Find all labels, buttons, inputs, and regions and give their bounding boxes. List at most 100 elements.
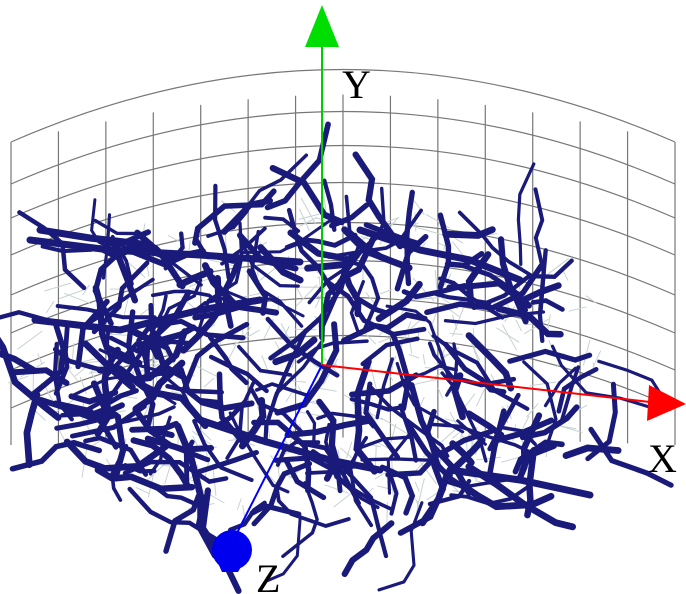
x-axis-arrowhead: [647, 385, 686, 421]
faint-strand: [582, 339, 591, 366]
faint-strand: [408, 319, 421, 331]
faint-strand: [592, 350, 602, 368]
network-strand: [136, 318, 246, 343]
faint-strand: [434, 270, 438, 294]
faint-strand: [63, 292, 92, 305]
network-strand: [550, 344, 653, 410]
network-strand: [431, 422, 531, 454]
network-strand: [329, 202, 370, 229]
faint-strand: [419, 461, 438, 485]
faint-strand: [167, 234, 180, 242]
network-strand: [390, 332, 412, 412]
faint-strand: [298, 213, 320, 220]
network-strand: [23, 391, 41, 469]
network-strand: [457, 210, 534, 278]
faint-strand: [323, 195, 327, 211]
network-strand: [212, 183, 231, 281]
network-strand: [222, 257, 242, 329]
faint-strand: [35, 411, 46, 421]
faint-strand: [203, 377, 215, 388]
network-strand: [30, 322, 66, 397]
network-strand: [9, 367, 70, 386]
network-strand: [406, 422, 474, 495]
network-strand: [130, 437, 191, 489]
network-strand: [352, 151, 404, 250]
faint-strand: [547, 314, 551, 329]
faint-strand: [452, 236, 464, 244]
network-strand: [537, 248, 548, 344]
network-strand: [326, 280, 427, 337]
faint-strand: [192, 435, 199, 447]
faint-strand: [463, 393, 476, 410]
network-strand: [341, 311, 428, 344]
faint-strand: [412, 277, 435, 302]
faint-strand: [37, 353, 43, 364]
network-strand: [427, 341, 459, 385]
faint-strand: [153, 354, 158, 382]
faint-strand: [339, 447, 360, 465]
network-strand: [273, 455, 364, 471]
x-axis-line: [321, 364, 651, 403]
network-strand: [63, 438, 169, 472]
network-strand: [70, 373, 177, 406]
network-strand: [305, 410, 317, 446]
network-strand: [165, 383, 224, 395]
network-strand: [148, 415, 172, 476]
faint-strand: [529, 381, 557, 387]
network-strand: [342, 269, 362, 318]
network-strand: [257, 244, 304, 284]
network-strand: [123, 463, 157, 474]
network-strand: [192, 419, 254, 482]
network-strand: [530, 298, 565, 312]
network-strand: [151, 289, 226, 309]
network-strand: [52, 341, 74, 422]
network-strand: [283, 457, 327, 501]
faint-strand: [414, 212, 417, 232]
network-strand: [9, 439, 103, 472]
network-strand: [246, 153, 309, 207]
network-strand: [82, 340, 136, 391]
network-strand: [440, 371, 488, 463]
network-bundle: [356, 226, 524, 284]
faint-strand: [346, 441, 353, 458]
faint-strand: [408, 297, 440, 301]
network-strand: [228, 500, 267, 532]
faint-strand: [198, 487, 225, 504]
network-strand: [363, 381, 401, 460]
faint-strand: [496, 327, 520, 343]
network-strand: [251, 461, 313, 527]
network-strand: [266, 517, 302, 582]
network-strand: [487, 392, 521, 452]
faint-strand: [17, 330, 43, 350]
network-strand: [196, 449, 259, 475]
axes-group: [212, 5, 686, 572]
network-strand: [195, 494, 218, 559]
faint-strand: [413, 200, 425, 216]
network-strand: [349, 280, 365, 332]
network-strand: [106, 388, 139, 406]
network-strand: [443, 341, 507, 395]
network-strand: [360, 457, 435, 462]
network-strand: [398, 403, 419, 463]
network-strand: [208, 335, 249, 386]
network-strand: [363, 222, 422, 247]
faint-strand: [515, 319, 522, 332]
network-strand: [146, 428, 211, 463]
network-strand: [397, 462, 447, 536]
faint-strand: [299, 217, 318, 227]
faint-strand: [526, 403, 539, 418]
faint-strand: [299, 208, 310, 232]
faint-strand: [411, 378, 439, 386]
network-strand: [40, 244, 94, 254]
network-strand: [404, 189, 415, 287]
network-strand: [269, 164, 345, 226]
faint-strand: [414, 226, 443, 236]
y-axis-arrowhead: [305, 5, 339, 47]
grid-row-line: [10, 68, 676, 143]
network-strand: [264, 121, 331, 211]
network-strand: [442, 226, 496, 239]
dark-network-strands: [0, 121, 674, 594]
network-strand: [176, 267, 214, 289]
faint-strand: [585, 295, 598, 305]
